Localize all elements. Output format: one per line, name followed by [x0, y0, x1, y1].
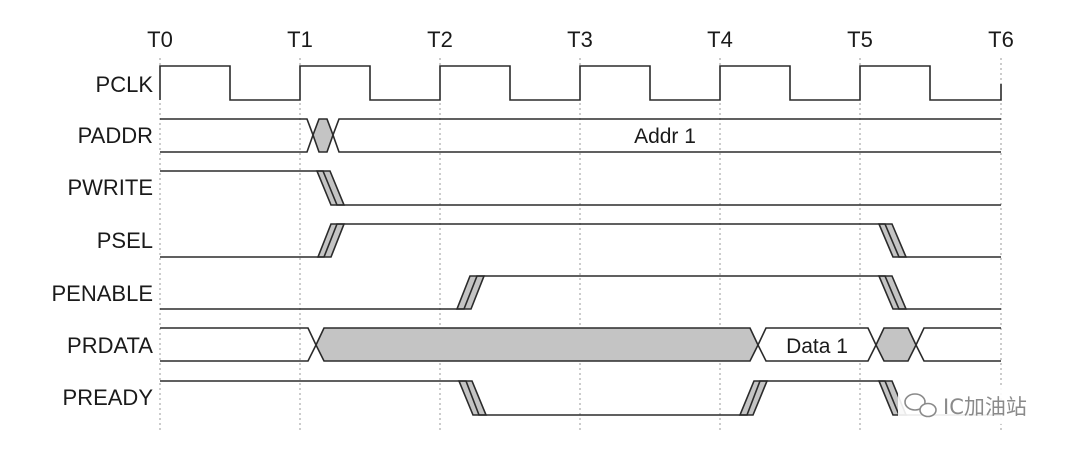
prdata-value-label: Data 1: [786, 335, 848, 358]
watermark-text: IC加油站: [943, 395, 1027, 419]
prdata-data1-box: [757, 327, 877, 362]
time-label-t3: T3: [567, 27, 593, 52]
signal-label-paddr: PADDR: [78, 123, 153, 148]
signal-label-pclk: PCLK: [96, 72, 154, 97]
signal-label-pwrite: PWRITE: [67, 175, 153, 200]
paddr-transition-shade: [312, 118, 334, 153]
prdata-post-shade: [875, 327, 917, 362]
prdata-waveform: Data 1: [160, 327, 1001, 362]
penable-trace: [160, 275, 1001, 310]
time-label-t0: T0: [147, 27, 173, 52]
prdata-invalid-shade: [315, 327, 759, 362]
watermark: IC加油站: [898, 388, 1050, 424]
signal-label-psel: PSEL: [97, 228, 153, 253]
prdata-right-trace: [915, 327, 1001, 362]
time-label-t2: T2: [427, 27, 453, 52]
wechat-icon: [904, 393, 937, 418]
signal-label-pready: PREADY: [63, 385, 154, 410]
wechat-icon-bubble-small: [919, 402, 937, 418]
paddr-value-label: Addr 1: [634, 125, 696, 148]
pwrite-waveform: [160, 170, 1001, 206]
pready-waveform: [160, 380, 1001, 416]
pready-trace: [160, 380, 1001, 416]
pwrite-trace: [160, 170, 1001, 206]
paddr-waveform: Addr 1: [160, 118, 1001, 153]
pclk-waveform: [159, 65, 1002, 101]
time-label-t1: T1: [287, 27, 313, 52]
pclk-trace: [159, 65, 1002, 101]
paddr-left-trace: [160, 118, 314, 153]
psel-waveform: [160, 223, 1001, 258]
time-labels: T0 T1 T2 T3 T4 T5 T6: [147, 27, 1014, 52]
time-label-t5: T5: [847, 27, 873, 52]
time-label-t6: T6: [988, 27, 1014, 52]
psel-trace: [160, 223, 1001, 258]
prdata-left-trace: [160, 327, 317, 362]
time-gridlines: [159, 58, 1002, 432]
signal-labels: PCLK PADDR PWRITE PSEL PENABLE PRDATA PR…: [52, 72, 154, 410]
signal-label-prdata: PRDATA: [67, 333, 153, 358]
paddr-addr1-trace: [332, 118, 1001, 153]
penable-waveform: [160, 275, 1001, 310]
time-label-t4: T4: [707, 27, 733, 52]
signal-label-penable: PENABLE: [52, 281, 154, 306]
wechat-icon-bubble-large: [904, 393, 926, 411]
